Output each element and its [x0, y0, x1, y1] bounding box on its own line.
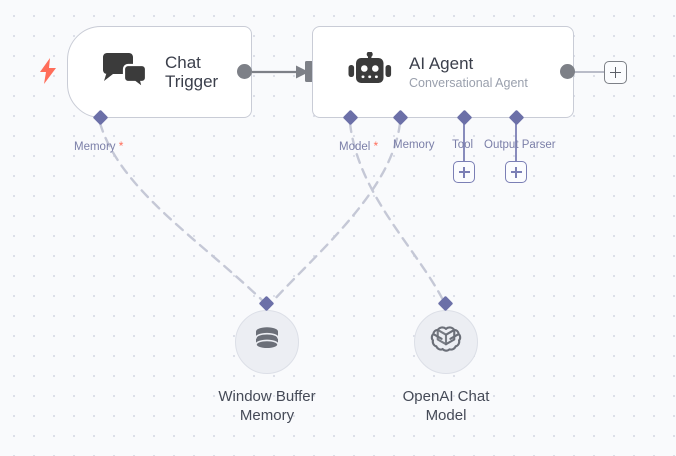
node-title-ai-agent: AI Agent: [409, 54, 474, 74]
node-ai-agent[interactable]: AI Agent Conversational Agent: [312, 26, 574, 118]
node-title-chat-trigger: Chat Trigger: [165, 52, 219, 91]
plus-icon: [458, 166, 470, 178]
edge-ai-agent-memory-to-window-buffer: [270, 121, 402, 304]
add-output-parser-button[interactable]: [505, 161, 527, 183]
chat-trigger-output-connector[interactable]: [237, 64, 252, 79]
node-label-openai-chat-model: OpenAI Chat Model: [402, 388, 490, 424]
ai-agent-input-connector[interactable]: [305, 61, 313, 82]
port-label-chat-trigger-memory: Memory *: [74, 139, 123, 153]
openai-logo-icon: [429, 323, 463, 362]
add-node-button[interactable]: [604, 61, 627, 84]
required-indicator: *: [373, 139, 379, 153]
chat-bubbles-icon: [100, 53, 148, 91]
port-label-ai-agent-memory: Memory: [393, 139, 435, 151]
port-label-ai-agent-output-parser: Output Parser: [484, 139, 556, 151]
add-tool-button[interactable]: [453, 161, 475, 183]
lightning-bolt-icon: [40, 58, 56, 89]
node-chat-trigger[interactable]: Chat Trigger: [67, 26, 252, 118]
port-label-text: Model: [339, 141, 371, 153]
port-label-ai-agent-model: Model *: [339, 139, 378, 153]
openai-chat-model-port[interactable]: [437, 295, 454, 312]
node-window-buffer-memory[interactable]: [235, 310, 299, 374]
port-label-text: Memory: [74, 141, 116, 153]
database-icon: [251, 324, 283, 361]
robot-icon: [347, 52, 393, 92]
window-buffer-memory-port[interactable]: [258, 295, 275, 312]
edge-chat-trigger-memory-to-window-buffer: [98, 121, 266, 304]
ai-agent-output-connector[interactable]: [560, 64, 575, 79]
port-label-ai-agent-tool: Tool: [452, 139, 474, 151]
edge-chat-trigger-to-ai-agent: [252, 65, 309, 79]
node-subtitle-ai-agent: Conversational Agent: [409, 75, 528, 90]
required-indicator: *: [118, 139, 124, 153]
plus-icon: [510, 166, 522, 178]
node-label-window-buffer-memory: Window Buffer Memory: [218, 388, 316, 424]
node-openai-chat-model[interactable]: [414, 310, 478, 374]
plus-icon: [610, 67, 621, 78]
